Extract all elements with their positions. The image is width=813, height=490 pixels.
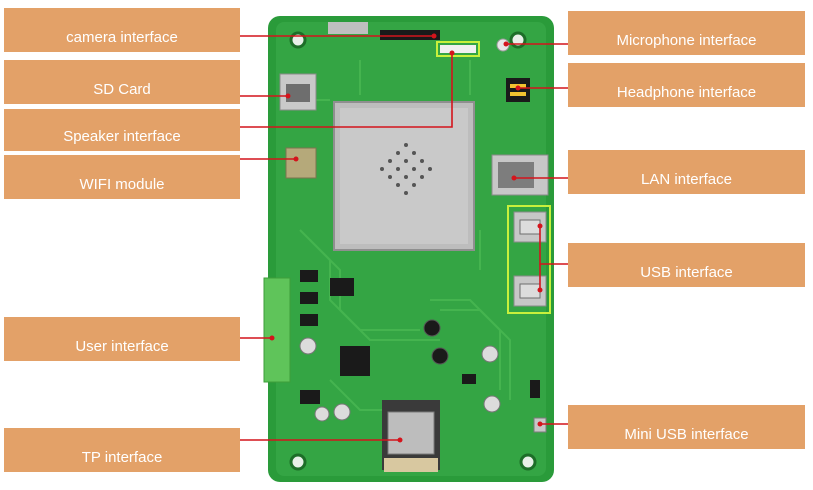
mounting-hole-br xyxy=(519,453,537,471)
leader-dots xyxy=(269,33,543,443)
label-mini-usb-interface: Mini USB interface xyxy=(568,405,805,449)
tp-connector-tab xyxy=(384,458,438,472)
top-chip-row xyxy=(380,30,440,40)
ic-8 xyxy=(530,380,540,398)
leader-lines xyxy=(240,35,568,441)
wifi-module-chip xyxy=(285,147,317,179)
ic-3 xyxy=(300,314,318,326)
label-wifi-module: WIFI module xyxy=(4,155,240,199)
tp-connector xyxy=(387,411,435,455)
capacitor-6 xyxy=(333,403,351,421)
label-microphone-interface: Microphone interface xyxy=(568,11,805,55)
mounting-hole-bl xyxy=(289,453,307,471)
mounting-hole-tr xyxy=(509,31,527,49)
label-lan-interface: LAN interface xyxy=(568,150,805,194)
speaker-connector xyxy=(440,45,476,53)
sd-card-slot-inner xyxy=(286,84,310,102)
usb-ports-highlight xyxy=(507,205,551,314)
label-usb-interface: USB interface xyxy=(568,243,805,287)
label-tp-interface: TP interface xyxy=(4,428,240,472)
capacitor-4 xyxy=(481,345,499,363)
capacitor-2 xyxy=(423,319,441,337)
label-camera-interface: camera interface xyxy=(4,8,240,52)
capacitor-1 xyxy=(299,337,317,355)
ic-2 xyxy=(300,292,318,304)
usb-port-top-socket xyxy=(519,219,541,235)
lan-port-socket xyxy=(498,162,534,188)
label-user-interface: User interface xyxy=(4,317,240,361)
main-shield-highlight xyxy=(340,108,468,244)
label-sd-card: SD Card xyxy=(4,60,240,104)
label-headphone-interface: Headphone interface xyxy=(568,63,805,107)
ic-4 xyxy=(330,278,354,296)
headphone-jack-pins-2 xyxy=(510,92,526,96)
mounting-hole-tl xyxy=(289,31,307,49)
ic-5 xyxy=(340,346,370,376)
shield-vent-dots xyxy=(380,143,432,195)
capacitor-5 xyxy=(483,395,501,413)
camera-connector xyxy=(328,22,368,34)
usb-port-bottom-socket xyxy=(519,283,541,299)
speaker-connector-highlight xyxy=(436,41,480,57)
capacitor-3 xyxy=(431,347,449,365)
capacitor-7 xyxy=(314,406,330,422)
leader-speaker xyxy=(240,53,453,128)
label-speaker-interface: Speaker interface xyxy=(4,109,240,151)
ic-7 xyxy=(462,374,476,384)
ic-1 xyxy=(300,270,318,282)
user-interface-terminal xyxy=(263,277,291,383)
ic-6 xyxy=(300,390,320,404)
